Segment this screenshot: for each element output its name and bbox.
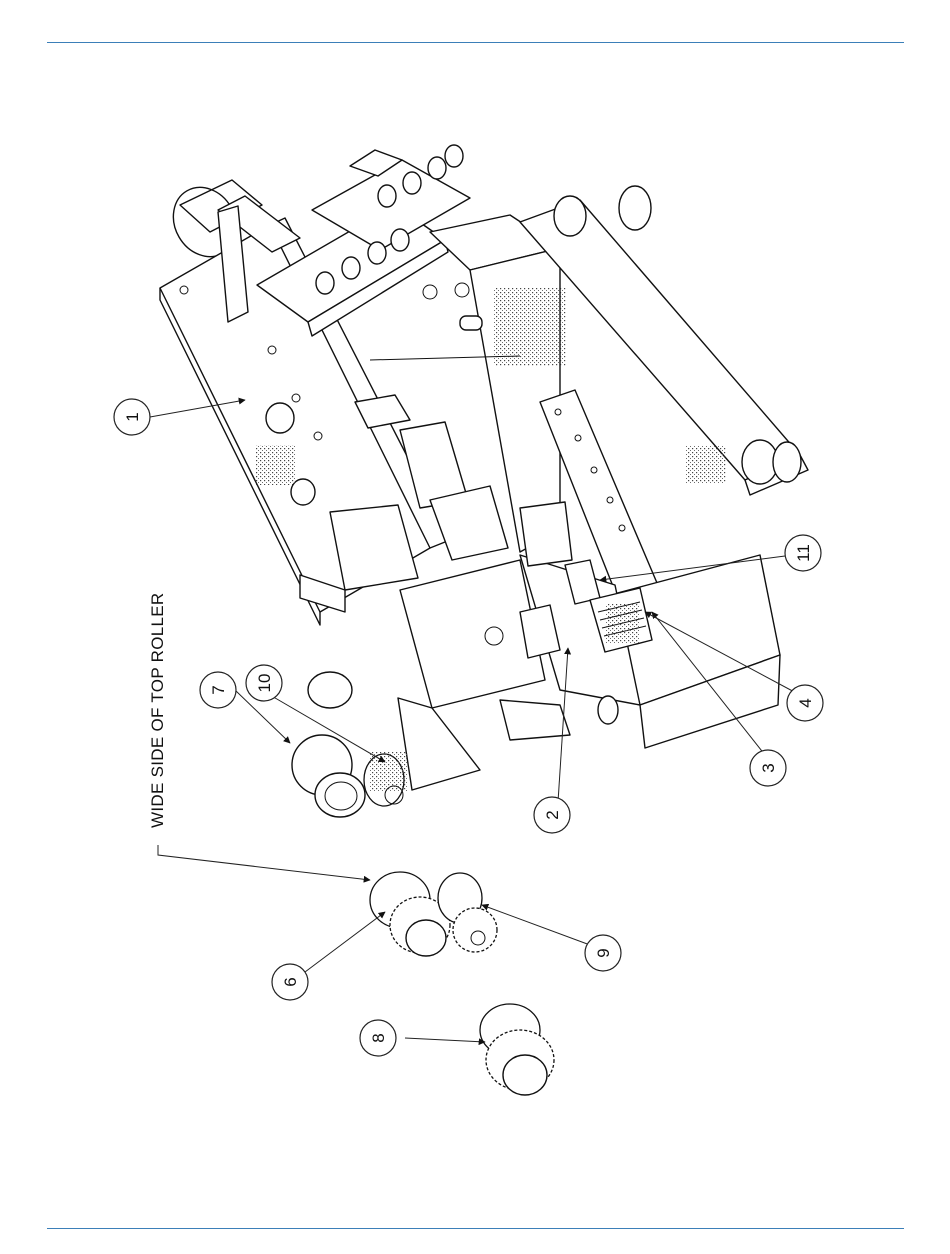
svg-text:2: 2 bbox=[543, 810, 562, 819]
wide-side-label: WIDE SIDE OF TOP ROLLER bbox=[148, 592, 167, 828]
gear-part-10 bbox=[364, 752, 408, 806]
callout-9: 9 bbox=[585, 935, 621, 971]
callout-8: 8 bbox=[360, 1020, 396, 1056]
svg-text:8: 8 bbox=[369, 1033, 388, 1042]
top-roller-part-7 bbox=[292, 735, 365, 817]
callout-6: 6 bbox=[272, 964, 308, 1000]
callout-4: 4 bbox=[787, 685, 823, 721]
callout-11: 11 bbox=[785, 535, 821, 571]
svg-text:6: 6 bbox=[281, 977, 300, 986]
gear-part-9 bbox=[438, 873, 497, 952]
svg-text:3: 3 bbox=[759, 763, 778, 772]
callout-2: 2 bbox=[534, 797, 570, 833]
svg-text:10: 10 bbox=[255, 674, 274, 693]
svg-text:9: 9 bbox=[594, 948, 613, 957]
svg-text:7: 7 bbox=[209, 685, 228, 694]
callout-1: 1 bbox=[114, 399, 150, 435]
callout-10: 10 bbox=[246, 665, 282, 701]
callout-3: 3 bbox=[750, 750, 786, 786]
gear-part-8 bbox=[480, 1004, 554, 1095]
svg-text:11: 11 bbox=[794, 544, 813, 562]
callout-7: 7 bbox=[200, 672, 236, 708]
svg-text:1: 1 bbox=[123, 412, 142, 421]
svg-text:4: 4 bbox=[796, 698, 815, 707]
